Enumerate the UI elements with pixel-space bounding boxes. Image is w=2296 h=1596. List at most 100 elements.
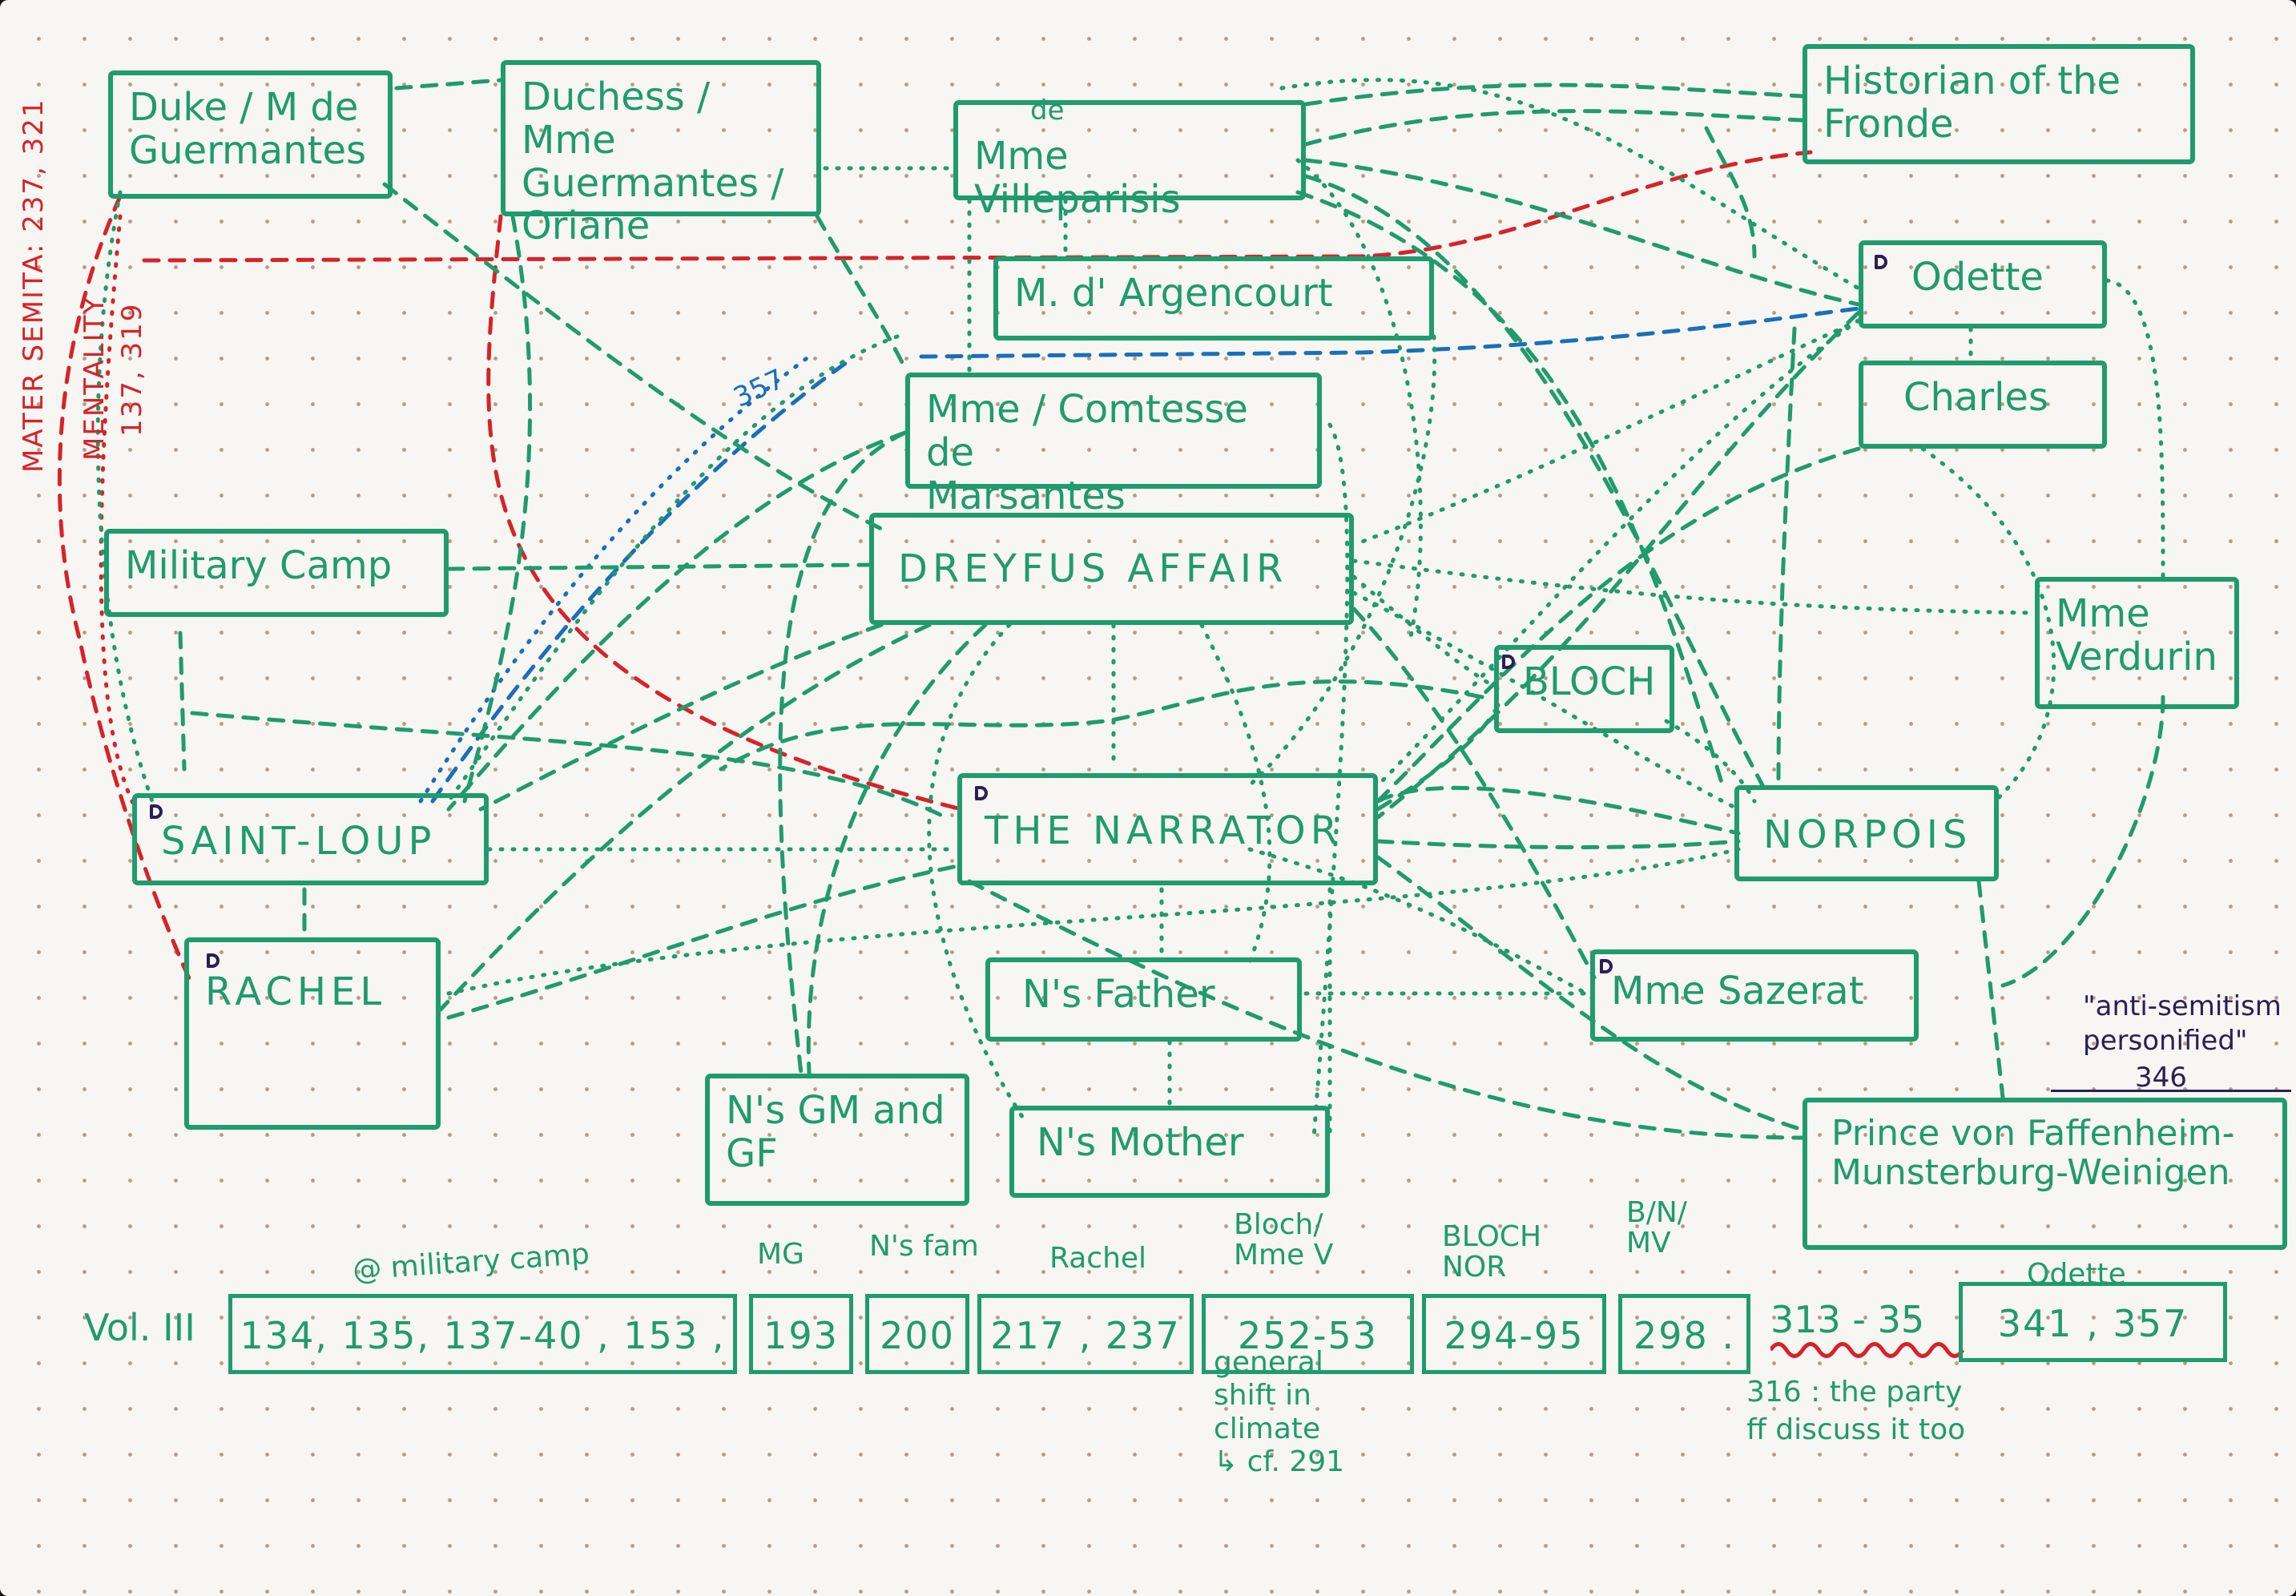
edge-argencourt-narrator <box>1247 334 1437 788</box>
edge-duke-dreyfus <box>382 182 884 531</box>
node-ns-gm-gf-label: N's GM and GF <box>726 1088 945 1176</box>
node-ns-father-label: N's Father <box>1022 972 1215 1017</box>
node-ns-mother[interactable]: N's Mother <box>1009 1106 1330 1198</box>
node-faffenheim-label: Prince von Faffenheim- Munsterburg-Weini… <box>1831 1113 2235 1194</box>
edge-odette-narrator-2 <box>1376 310 1861 820</box>
mark-icon <box>1502 655 1515 669</box>
ref-underlined-range: 313 - 35 <box>1770 1298 1925 1341</box>
note-anti-semitism: "anti-semitism personified" <box>2083 990 2282 1057</box>
edge-narrator-faffenheim <box>1376 855 1805 1132</box>
node-military-camp-label: Military Camp <box>125 543 393 588</box>
ref-group-6-label: BLOCH NOR <box>1442 1220 1542 1284</box>
edge-blue-saint-loup <box>418 354 812 804</box>
edge-verdurin-faffenheim <box>2000 695 2165 988</box>
edge-red-top-line <box>142 150 1813 263</box>
node-norpois[interactable]: NORPOIS <box>1734 785 1999 881</box>
edge-charles-narrator <box>1376 446 1861 804</box>
node-dreyfus-affair[interactable]: DREYFUS AFFAIR <box>869 513 1354 625</box>
edge-dreyfus-saintloup <box>478 623 884 812</box>
node-rachel[interactable]: RACHEL <box>184 937 441 1130</box>
ref-group-3: 200 <box>865 1294 969 1374</box>
ref-group-5: 252-53 <box>1202 1294 1414 1374</box>
node-charles-label: Charles <box>1903 375 2048 420</box>
node-military-camp[interactable]: Military Camp <box>104 529 449 617</box>
note-mentality-pages: 137, 319 <box>116 302 148 437</box>
edge-historian-odette <box>1704 126 1757 259</box>
edge-duke-saintloup <box>95 190 155 804</box>
node-dreyfus-affair-label: DREYFUS AFFAIR <box>898 546 1288 591</box>
edge-narrator-norpois <box>1376 839 1741 849</box>
red-underline <box>1770 1342 1965 1358</box>
ref-group-3-pages: 200 <box>880 1314 955 1357</box>
edge-rachel-narrator <box>446 863 964 1020</box>
node-historian[interactable]: Historian of the Fronde <box>1803 44 2195 164</box>
mark-icon <box>1600 959 1613 973</box>
ref-group-4: 217 , 237 <box>977 1294 1194 1374</box>
note-general-shift: general shift in climate ↳ cf. 291 <box>1214 1346 1345 1479</box>
ref-group-7-pages: 298 . <box>1633 1314 1736 1357</box>
node-sazerat[interactable]: Mme Sazerat <box>1590 949 1919 1042</box>
node-marsantes-label: Mme / Comtesse de Marsantes <box>926 387 1248 518</box>
node-saint-loup[interactable]: SAINT-LOUP <box>132 793 489 885</box>
node-ns-father[interactable]: N's Father <box>985 957 1302 1042</box>
edge-villeparisis-narrator <box>1303 174 1765 788</box>
node-sazerat-label: Mme Sazerat <box>1611 969 1864 1014</box>
note-mentality: MENTALITY <box>79 295 111 461</box>
ref-group-7-label: B/N/ MV <box>1626 1196 1687 1259</box>
edge-blue-saint-loup-2 <box>430 358 852 804</box>
edge-duke-duchess <box>394 78 503 91</box>
node-argencourt[interactable]: M. d' Argencourt <box>993 256 1434 341</box>
villeparisis-prefix: de <box>1030 95 1065 127</box>
ref-group-5-pages: 252-53 <box>1238 1314 1378 1357</box>
node-verdurin-label: Mme Verdurin <box>2056 591 2217 679</box>
node-faffenheim[interactable]: Prince von Faffenheim- Munsterburg-Weini… <box>1803 1098 2287 1250</box>
node-ns-mother-label: N's Mother <box>1037 1120 1244 1165</box>
node-charles[interactable]: Charles <box>1859 361 2107 449</box>
node-duke-guermantes[interactable]: Duke / M de Guermantes <box>108 71 393 199</box>
edge-dreyfus-father <box>1199 623 1272 964</box>
node-argencourt-label: M. d' Argencourt <box>1014 271 1333 316</box>
ref-group-6: 294-95 <box>1422 1294 1606 1374</box>
node-villeparisis-label: Mme Villeparisis <box>974 134 1181 222</box>
ref-group-3-label: N's fam <box>869 1230 979 1263</box>
edge-argencourt-saintloup <box>446 334 900 804</box>
node-marsantes[interactable]: Mme / Comtesse de Marsantes <box>905 373 1322 517</box>
edge-rachel-norpois <box>446 847 1741 996</box>
node-villeparisis[interactable]: de Mme Villeparisis <box>953 95 1306 221</box>
edge-red-mentality <box>99 214 139 812</box>
edge-dreyfus-rachel <box>438 623 932 1012</box>
edge-marsantes-gmgf <box>778 430 908 1076</box>
mark-icon <box>1875 255 1887 269</box>
edge-villeparisis-historian <box>1303 83 1805 107</box>
ref-odette: 341 , 357 <box>1959 1282 2227 1362</box>
node-verdurin[interactable]: Mme Verdurin <box>2035 577 2239 709</box>
edge-narrator-norpois-2 <box>1376 786 1741 836</box>
node-odette[interactable]: Odette <box>1859 240 2107 328</box>
edge-dreyfus-sazerat <box>1351 607 1597 980</box>
ref-group-2-label: MG <box>757 1238 804 1271</box>
ref-group-2: 193 <box>749 1294 853 1374</box>
edge-odette-norpois <box>1776 326 1797 788</box>
node-narrator[interactable]: THE NARRATOR <box>957 773 1378 885</box>
ref-volume: Vol. III <box>84 1306 195 1349</box>
note-anti-semitism-page: 346 <box>2135 1062 2187 1094</box>
edge-narrator-faffenheim-2 <box>967 879 1805 1140</box>
node-duchess-guermantes[interactable]: Duchess / Mme Guermantes / Oriane <box>501 60 821 248</box>
edge-villeparisis-bloch <box>1295 158 1423 643</box>
edge-odette-verdurin <box>2105 278 2165 579</box>
edge-duchess-saintloup <box>462 214 533 804</box>
ref-group-1-pages: 134, 135, 137-40 , 153 , <box>240 1314 726 1357</box>
node-ns-gm-gf[interactable]: N's GM and GF <box>705 1074 969 1206</box>
ref-group-5-label: Bloch/ Mme V <box>1234 1208 1334 1272</box>
edge-dreyfus-gmgf <box>806 623 988 1076</box>
ref-group-2-pages: 193 <box>763 1314 839 1357</box>
node-bloch-label: BLOCH <box>1523 659 1656 704</box>
node-bloch[interactable]: BLOCH <box>1494 645 1674 733</box>
node-odette-label: Odette <box>1911 255 2044 300</box>
ref-group-4-label: Rachel <box>1049 1242 1147 1275</box>
edge-duchess-marsantes <box>815 214 908 371</box>
edge-bloch-narrator-wave <box>719 679 1484 772</box>
note-party: 316 : the party ff discuss it too <box>1746 1376 1966 1446</box>
